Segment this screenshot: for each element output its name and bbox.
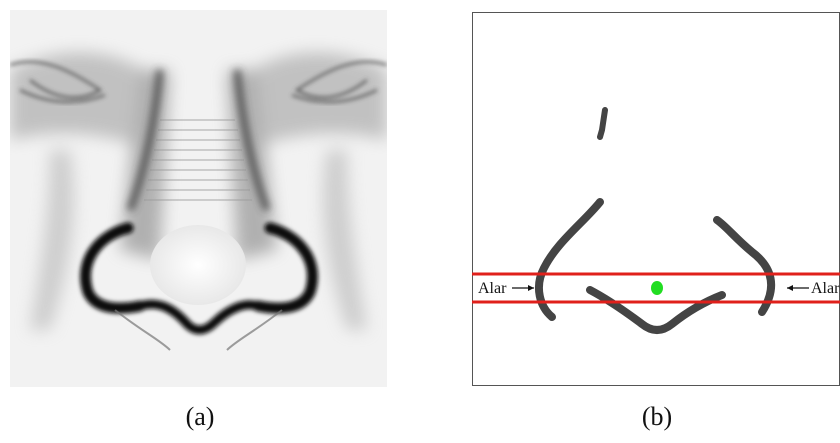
alar-detection-panel: Alar Alar xyxy=(472,12,840,386)
nostril-base-contour xyxy=(586,286,726,334)
nose-image-panel xyxy=(9,10,388,387)
caption-b: (b) xyxy=(641,402,673,431)
alar-label-left: Alar xyxy=(478,280,507,297)
alar-label-right: Alar xyxy=(811,280,840,297)
center-point-marker xyxy=(651,281,663,295)
alar-detection-figure: Alar Alar xyxy=(472,12,840,386)
panel-frame xyxy=(472,12,840,386)
bridge-fragment xyxy=(597,107,608,140)
nose-image xyxy=(9,10,388,387)
arrow-right-head xyxy=(787,285,793,291)
caption-a: (a) xyxy=(185,402,215,431)
left-alar-contour xyxy=(534,198,604,321)
right-alar-contour xyxy=(713,216,775,316)
arrow-left-head xyxy=(528,285,534,291)
